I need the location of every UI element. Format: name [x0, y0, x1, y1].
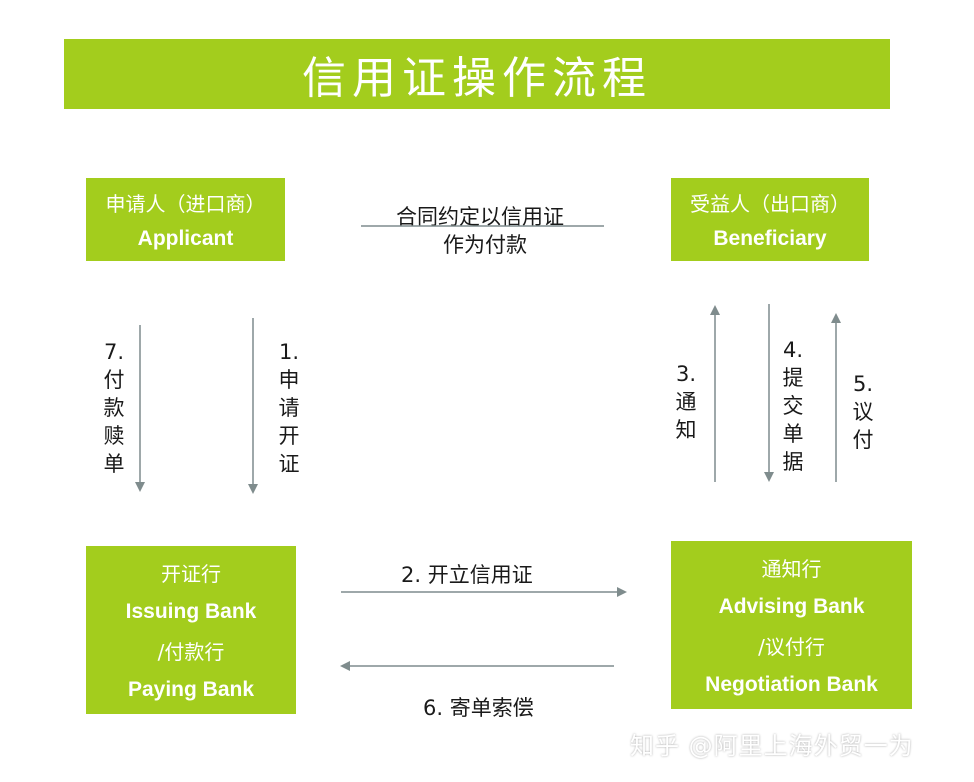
step1-label: 1. 申请开证 [274, 338, 304, 478]
advising-bank-box: 通知行 Advising Bank /议付行 Negotiation Bank [671, 541, 912, 709]
step7-label: 7. 付款赎单 [99, 338, 129, 478]
beneficiary-en: Beneficiary [713, 227, 827, 250]
watermark: 知乎 @阿里上海外贸一为 [630, 732, 914, 760]
step5-text: 议付 [852, 400, 874, 452]
advising-bank-cn2: /议付行 [758, 635, 825, 660]
step4-num: 4. [782, 338, 804, 362]
contract-line1: 合同约定以信用证 [396, 205, 564, 229]
advising-bank-en1: Advising Bank [718, 594, 865, 618]
applicant-box: 申请人（进口商） Applicant [86, 178, 285, 261]
step1-num: 1. [278, 340, 300, 364]
advising-bank-en2: Negotiation Bank [705, 672, 878, 696]
step6-label: 6. 寄单索偿 [423, 696, 534, 720]
step3-label: 3. 通知 [671, 360, 701, 444]
issuing-bank-en1: Issuing Bank [125, 599, 257, 623]
contract-line2: 作为付款 [443, 233, 527, 257]
step4-label: 4. 提交单据 [778, 336, 808, 476]
issuing-bank-cn1: 开证行 [161, 562, 221, 587]
step7-num: 7. [103, 340, 125, 364]
applicant-en: Applicant [137, 227, 234, 250]
applicant-cn: 申请人（进口商） [105, 192, 266, 216]
issuing-bank-cn2: /付款行 [157, 640, 225, 665]
beneficiary-cn: 受益人（出口商） [690, 192, 850, 216]
step1-text: 申请开证 [278, 368, 300, 476]
issuing-bank-box: 开证行 Issuing Bank /付款行 Paying Bank [86, 546, 296, 714]
step2-label: 2. 开立信用证 [401, 563, 533, 587]
title-banner: 信用证操作流程 [64, 39, 890, 109]
beneficiary-box: 受益人（出口商） Beneficiary [671, 178, 869, 261]
advising-bank-cn1: 通知行 [761, 557, 822, 582]
step3-num: 3. [675, 362, 697, 386]
step5-label: 5. 议付 [848, 370, 878, 454]
step5-num: 5. [852, 372, 874, 396]
issuing-bank-en2: Paying Bank [127, 677, 255, 701]
step7-text: 付款赎单 [103, 368, 125, 476]
step3-text: 通知 [675, 390, 697, 442]
page-title: 信用证操作流程 [302, 53, 652, 104]
step4-text: 提交单据 [782, 366, 804, 474]
